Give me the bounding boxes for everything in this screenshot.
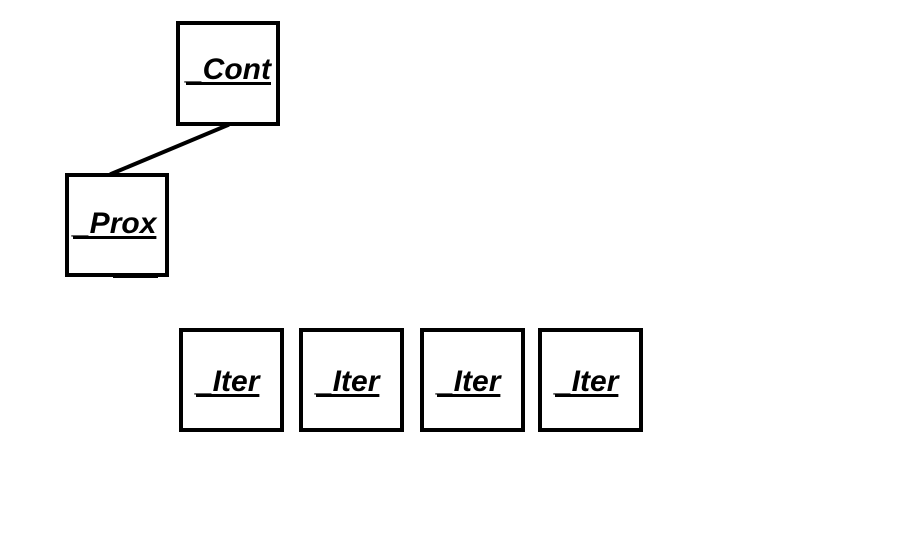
edge-cont-to-prox: [109, 123, 230, 176]
node-iter-1: _Iter: [179, 328, 284, 432]
node-iter-label: _Iter: [437, 365, 501, 398]
node-iter-4: _Iter: [538, 328, 643, 432]
node-cont: _Cont: [176, 21, 280, 126]
node-iter-label: _Iter: [555, 365, 619, 398]
node-iter-3: _Iter: [420, 328, 525, 432]
node-iter-label: _Iter: [196, 365, 260, 398]
node-cont-label: _Cont: [186, 53, 271, 86]
node-prox: _Prox: [65, 173, 169, 277]
node-prox-label: _Prox: [73, 207, 157, 240]
node-iter-2: _Iter: [299, 328, 404, 432]
node-iter-label: _Iter: [316, 365, 380, 398]
